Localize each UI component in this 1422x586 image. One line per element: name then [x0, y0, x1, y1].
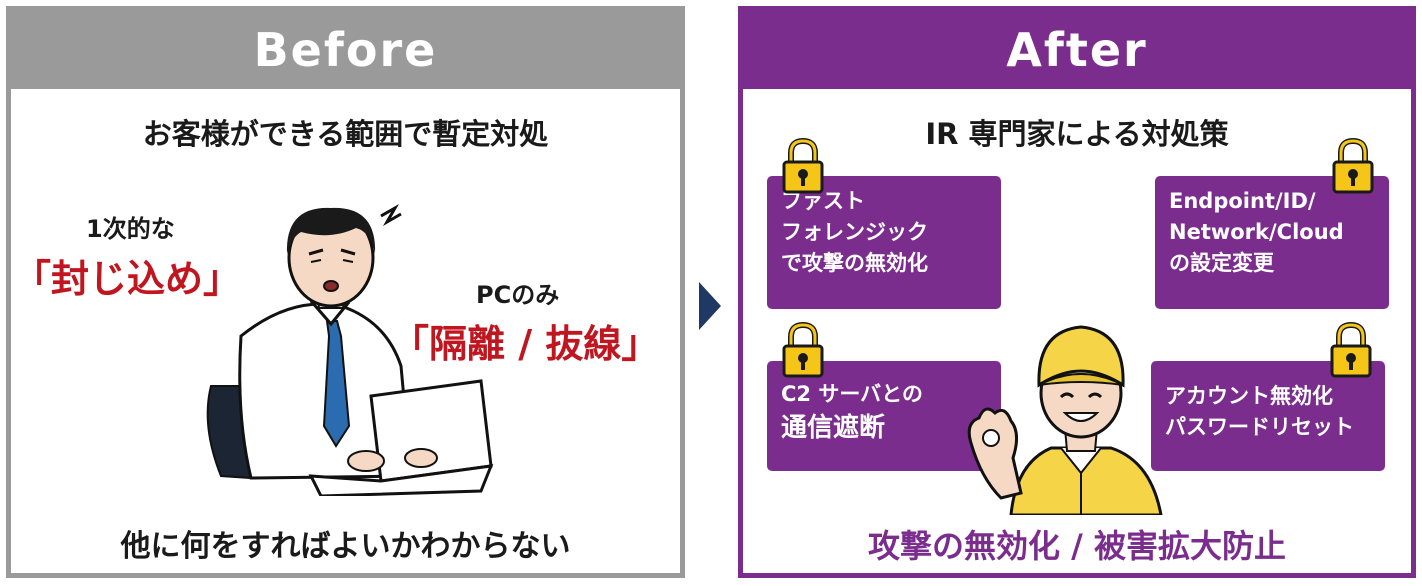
measure-line: 通信遮断: [781, 413, 886, 443]
measure-line: Endpoint/ID/: [1169, 189, 1316, 213]
measure-line: Network/Cloud: [1169, 220, 1344, 244]
measure-line: パスワードリセット: [1165, 415, 1354, 439]
padlock-icon: [1332, 137, 1374, 194]
before-header: Before: [11, 11, 680, 89]
measure-settings-change: Endpoint/ID/ Network/Cloud の設定変更: [1155, 176, 1389, 309]
before-panel: Before お客様ができる範囲で暫定対処 1次的な 「封じ込め」 PCのみ 「…: [6, 6, 685, 578]
before-header-label: Before: [253, 23, 438, 77]
measure-line: フォレンジック: [781, 220, 928, 244]
ir-engineer-illustration: [967, 325, 1163, 515]
before-bottom-text: 他に何をすればよいかわからない: [120, 529, 571, 564]
pc-only-label: PCのみ: [476, 281, 560, 309]
measure-fast-forensics: ファスト フォレンジック で攻撃の無効化: [767, 176, 1001, 309]
after-title: IR 専門家による対処策: [925, 117, 1229, 151]
after-header-label: After: [1006, 23, 1148, 77]
measure-c2-block: C2 サーバとの 通信遮断: [767, 361, 1001, 471]
measure-line: C2 サーバとの: [781, 382, 923, 406]
measure-account-reset: アカウント無効化 パスワードリセット: [1151, 361, 1385, 471]
isolation-label: 「隔離 / 抜線」: [391, 322, 660, 366]
after-header: After: [743, 11, 1411, 89]
padlock-icon: [1330, 321, 1372, 378]
measure-line: で攻撃の無効化: [781, 251, 928, 275]
office-worker-illustration: [206, 203, 494, 496]
after-panel: After IR 専門家による対処策 ファスト フォレンジック で攻撃の無効化 …: [738, 6, 1416, 578]
measure-line: アカウント無効化: [1165, 384, 1333, 408]
triangle-right-icon: [699, 282, 721, 330]
before-title: お客様ができる範囲で暫定対処: [142, 117, 549, 151]
after-bottom-text: 攻撃の無効化 / 被害拡大防止: [868, 527, 1286, 565]
containment-label: 「封じ込め」: [13, 257, 242, 301]
measure-line: の設定変更: [1169, 251, 1274, 275]
containment-small-label: 1次的な: [86, 215, 175, 243]
padlock-icon: [782, 321, 824, 378]
padlock-icon: [782, 137, 824, 194]
